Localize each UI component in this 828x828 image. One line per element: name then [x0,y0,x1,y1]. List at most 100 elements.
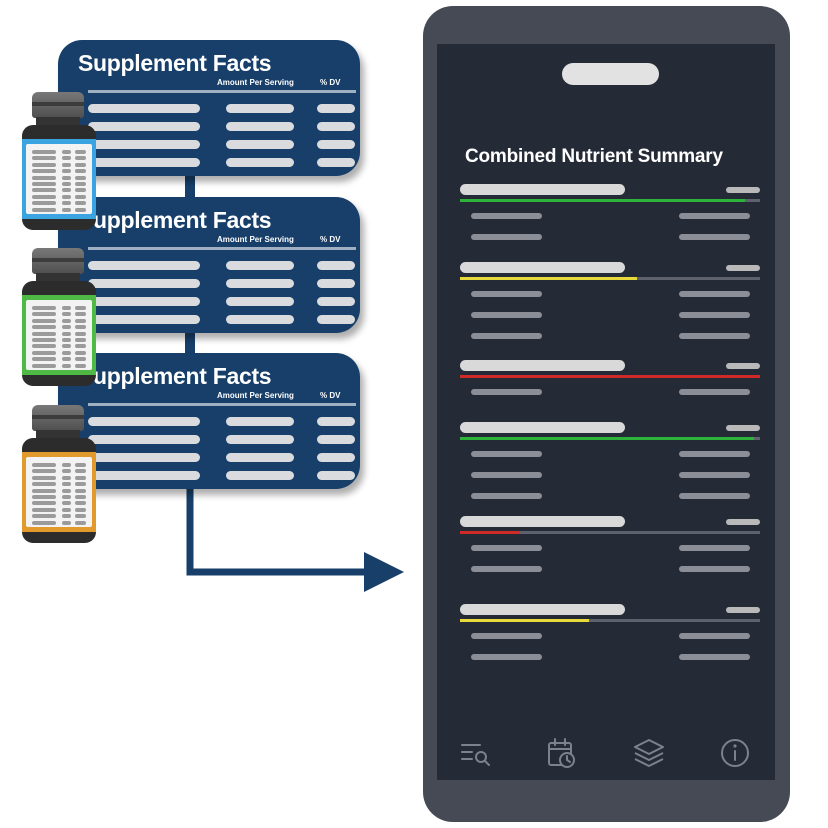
label-text-line [75,318,86,323]
amount-per-serving-header: Amount Per Serving [217,391,294,400]
nutrient-name-placeholder [460,604,625,615]
status-bar-fill [460,199,745,202]
source-row [460,312,760,318]
info-icon[interactable] [718,736,752,770]
supplement-facts-card-3: Supplement Facts Amount Per Serving % DV [58,353,360,489]
source-row [460,654,760,660]
label-text-line [75,194,86,199]
label-text-line [62,482,71,487]
nutrient-name-placeholder [88,453,200,462]
source-name-placeholder [471,633,542,639]
label-text-line [62,475,71,480]
label-text-line [32,201,56,206]
source-row [460,291,760,297]
label-text-line [75,520,86,525]
label-text-line [62,306,71,310]
label-text-line [32,501,56,506]
source-name-placeholder [471,389,542,395]
supplement-facts-card-2: Supplement Facts Amount Per Serving % DV [58,197,360,333]
dv-placeholder [317,453,355,462]
label-text-line [75,338,86,342]
source-amount-placeholder [679,545,750,551]
source-row [460,472,760,478]
label-text-line [75,156,86,161]
label-text-line [75,175,86,180]
label-text-line [32,150,56,154]
amount-placeholder [226,435,294,444]
bottle-label [26,144,92,214]
label-text-line [62,363,71,368]
nutrient-name-placeholder [460,184,625,195]
facts-row [88,413,356,431]
source-row [460,545,760,551]
bottle-label [26,300,92,370]
source-row [460,451,760,457]
source-amount-placeholder [679,333,750,339]
nutrient-name-placeholder [88,279,200,288]
source-amount-placeholder [679,654,750,660]
card-rows [88,413,356,485]
calendar-clock-icon[interactable] [545,736,579,770]
source-row [460,213,760,219]
amount-placeholder [226,261,294,270]
facts-row [88,311,356,329]
facts-row [88,449,356,467]
label-text-line [75,188,86,193]
list-search-icon[interactable] [459,736,493,770]
label-text-line [75,507,86,512]
nutrient-name-placeholder [460,422,625,433]
label-text-line [32,482,56,487]
nutrient-name-placeholder [88,104,200,113]
source-name-placeholder [471,472,542,478]
label-text-line [32,312,56,317]
status-bar-fill [460,437,754,440]
label-text-line [75,463,86,467]
nutrient-name-placeholder [88,261,200,270]
label-text-line [62,175,71,180]
label-text-line [75,475,86,480]
facts-row [88,136,356,154]
label-text-line [75,182,86,186]
layers-icon[interactable] [632,736,666,770]
label-text-line [32,169,56,174]
dv-placeholder [317,279,355,288]
source-amount-placeholder [679,389,750,395]
card-connector-1 [185,175,195,203]
amount-placeholder [226,453,294,462]
label-text-line [62,357,71,362]
label-text-line [75,495,86,499]
nutrient-name-placeholder [460,516,625,527]
label-text-line [75,357,86,362]
percent-dv-header: % DV [320,235,341,244]
orange-bottle [22,405,96,543]
nutrient-name-placeholder [88,158,200,167]
label-text-line [32,207,56,212]
label-text-line [32,363,56,368]
label-text-line [75,201,86,206]
label-text-line [62,150,71,154]
label-text-line [75,350,86,355]
source-amount-placeholder [679,472,750,478]
label-text-line [62,350,71,355]
nutrient-name-placeholder [88,315,200,324]
label-text-line [62,507,71,512]
nutrient-total-placeholder [726,187,760,193]
nutrient-name-placeholder [460,360,625,371]
label-text-line [62,207,71,212]
flow-arrow-line [186,488,372,576]
label-text-line [32,507,56,512]
label-text-line [32,162,56,167]
source-amount-placeholder [679,312,750,318]
label-text-line [32,182,56,186]
source-row [460,333,760,339]
facts-row [88,467,356,485]
facts-row [88,257,356,275]
dv-placeholder [317,158,355,167]
label-text-line [32,188,56,193]
label-text-line [32,331,56,336]
label-text-line [62,495,71,499]
label-text-line [32,156,56,161]
source-name-placeholder [471,545,542,551]
label-text-line [75,207,86,212]
nutrient-name-placeholder [88,297,200,306]
